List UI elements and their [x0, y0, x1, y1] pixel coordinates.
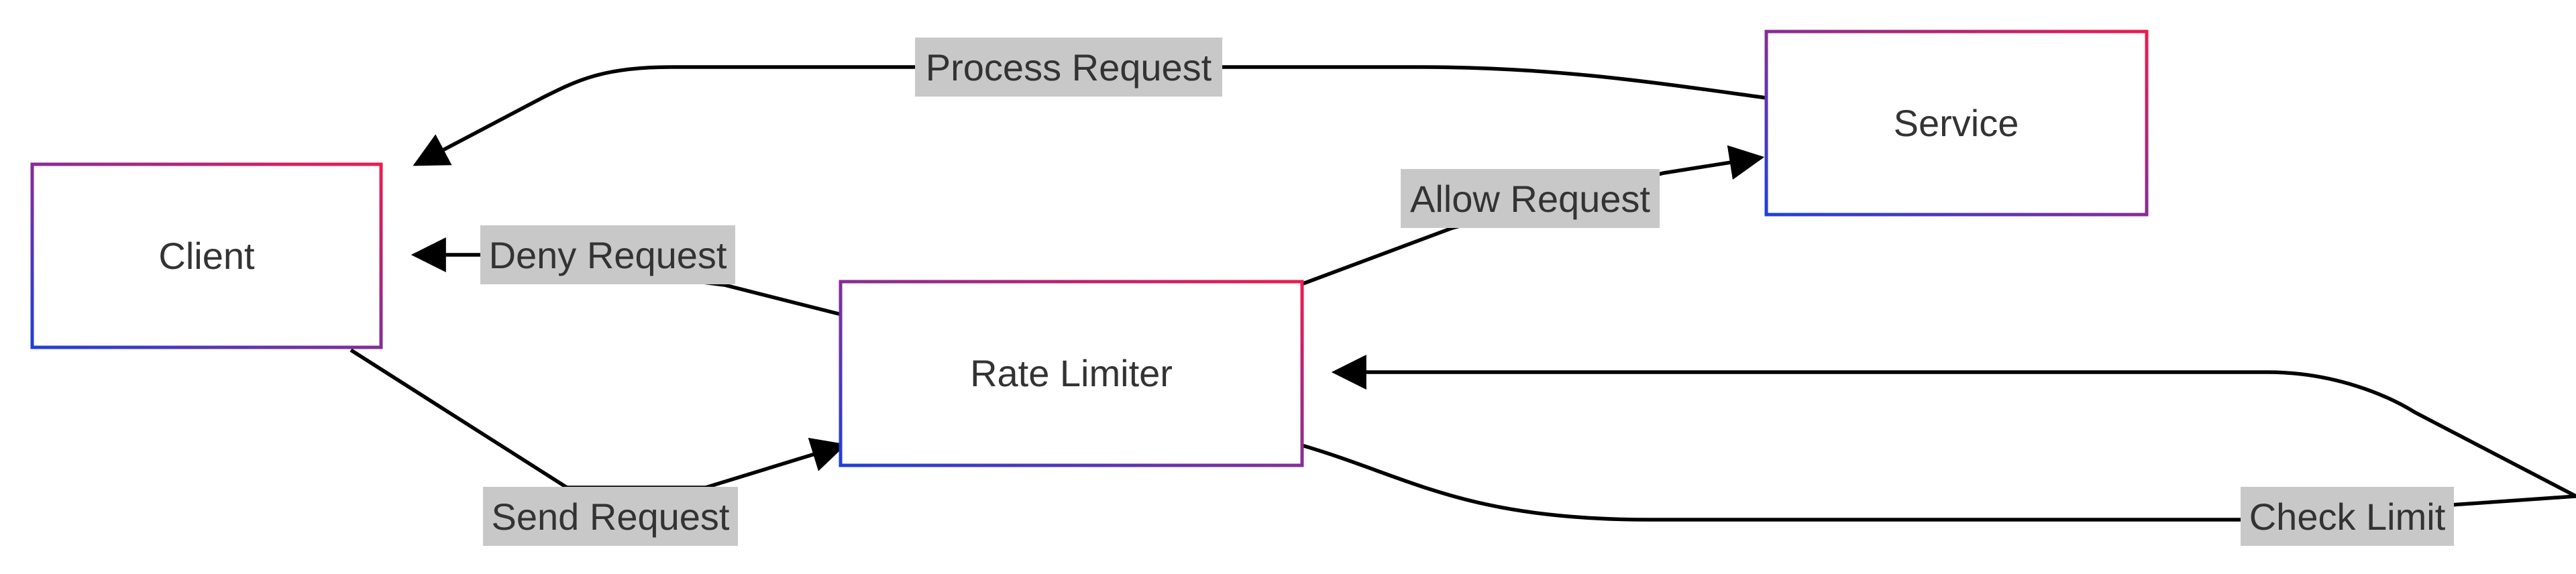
- node-client[interactable]: Client: [30, 162, 383, 349]
- edge-label-allow-request: Allow Request: [1401, 169, 1660, 228]
- node-rate-limiter-label: Rate Limiter: [970, 352, 1173, 394]
- edge-label-check-limit: Check Limit: [2241, 487, 2454, 546]
- edge-label-send-request-text: Send Request: [492, 496, 730, 538]
- node-service[interactable]: Service: [1764, 30, 2149, 217]
- edge-label-send-request: Send Request: [483, 487, 738, 546]
- edge-send-request: [350, 348, 847, 490]
- edge-labels: Send Request Check Limit Allow Request D…: [480, 38, 2454, 546]
- edges: [350, 65, 2576, 522]
- edge-label-check-limit-text: Check Limit: [2249, 496, 2446, 538]
- edge-label-deny-request: Deny Request: [480, 225, 735, 284]
- node-service-label: Service: [1894, 102, 2019, 144]
- edge-label-process-request-text: Process Request: [926, 46, 1212, 89]
- edge-process-request: [413, 65, 1767, 166]
- edge-label-allow-request-text: Allow Request: [1410, 178, 1650, 220]
- node-client-label: Client: [158, 235, 255, 277]
- edge-check-limit: [1299, 355, 2576, 522]
- edge-label-process-request: Process Request: [915, 38, 1222, 97]
- edge-label-deny-request-text: Deny Request: [489, 234, 727, 276]
- node-rate-limiter[interactable]: Rate Limiter: [839, 280, 1304, 467]
